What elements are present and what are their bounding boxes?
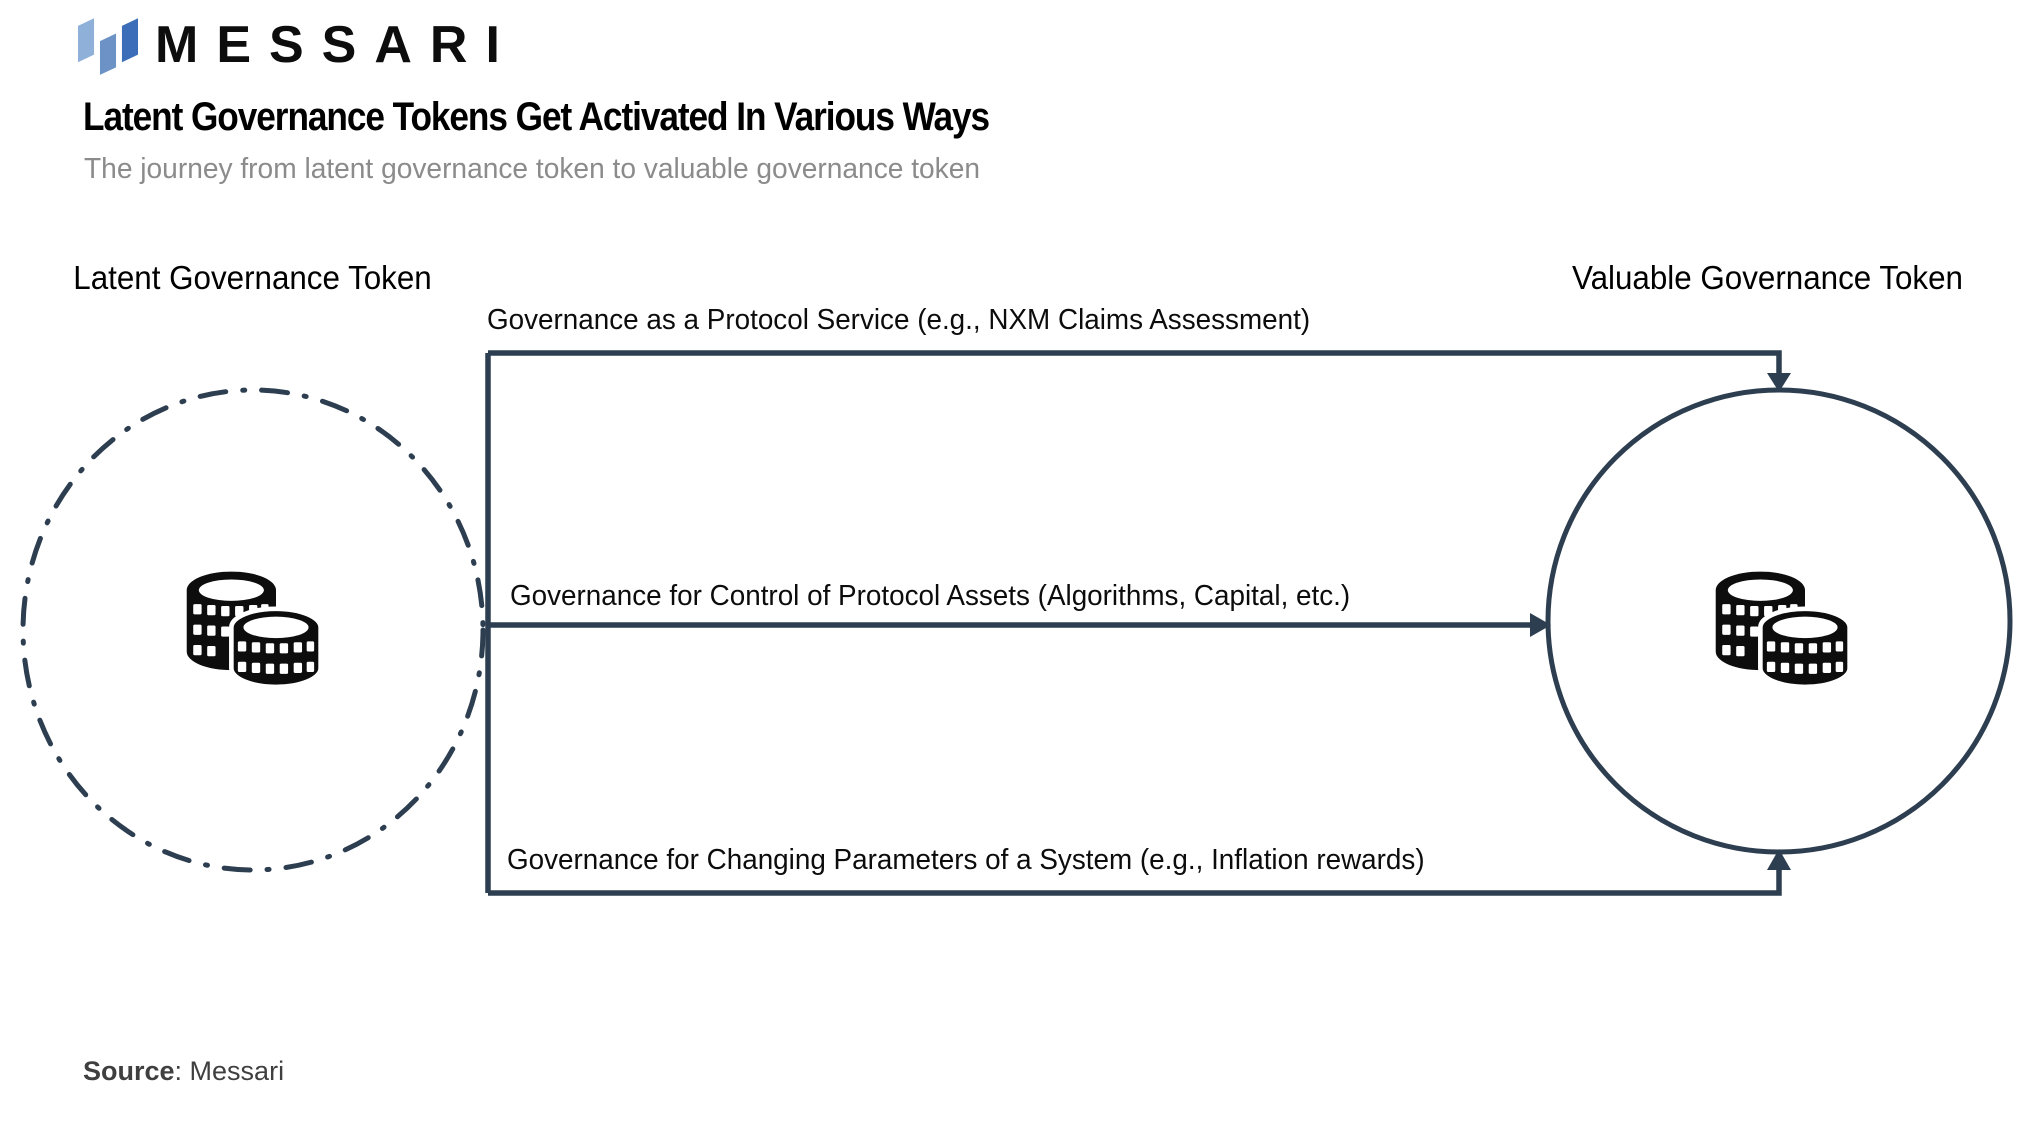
- messari-wordmark: MESSARI: [155, 16, 518, 74]
- messari-bars-icon: [78, 18, 138, 75]
- arrow-label-changing-parameters: Governance for Changing Parameters of a …: [507, 844, 1425, 876]
- left-node-label: Latent Governance Token: [73, 259, 432, 296]
- arrow-label-protocol-service: Governance as a Protocol Service (e.g., …: [487, 304, 1311, 336]
- arrow-middle-head: [1530, 613, 1551, 637]
- right-node-label: Valuable Governance Token: [1571, 259, 1963, 296]
- coins-icon: [1716, 572, 1850, 687]
- arrow-top-head: [1767, 373, 1791, 392]
- coins-icon: [187, 572, 321, 687]
- arrow-bottom-head: [1767, 849, 1791, 870]
- source-label: Source: [83, 1056, 175, 1086]
- logo-bar-light: [78, 18, 95, 63]
- page-subtitle: The journey from latent governance token…: [84, 153, 981, 185]
- source-note: Source: Messari: [83, 1056, 284, 1087]
- arrow-label-protocol-assets: Governance for Control of Protocol Asset…: [510, 580, 1351, 612]
- logo-bar-dark: [121, 18, 138, 63]
- arrow-bottom-line: [488, 866, 1782, 896]
- arrow-top-line: [488, 350, 1782, 376]
- latent-token-dashed-circle: [20, 387, 486, 873]
- messari-logo: MESSARI: [78, 14, 518, 76]
- source-value: : Messari: [174, 1056, 285, 1086]
- page-title: Latent Governance Tokens Get Activated I…: [83, 95, 990, 139]
- logo-bar-mid: [99, 33, 117, 75]
